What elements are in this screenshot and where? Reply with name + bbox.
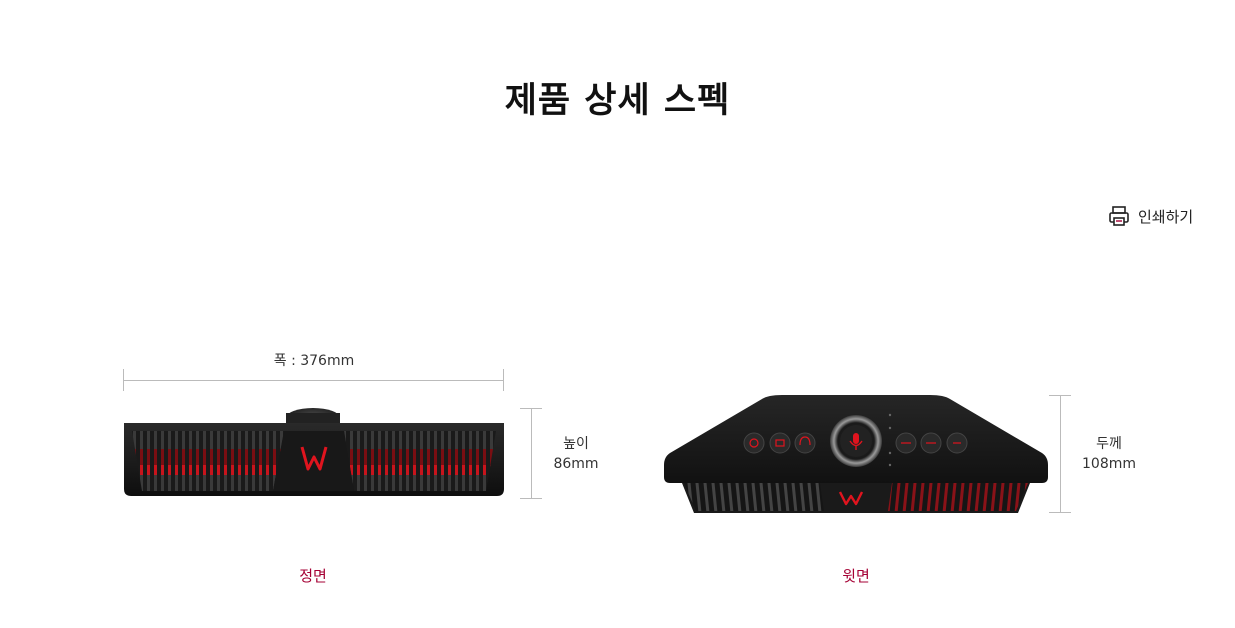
depth-tick-bottom — [1049, 512, 1071, 513]
print-button[interactable]: 인쇄하기 — [1108, 205, 1193, 227]
print-label: 인쇄하기 — [1138, 207, 1194, 226]
printer-icon — [1108, 205, 1130, 227]
height-tick-bottom — [520, 498, 542, 499]
front-width-label: 폭 : 376mm — [273, 353, 355, 369]
mode-icon — [769, 432, 791, 454]
height-dimension-line — [531, 408, 532, 498]
front-view-image — [118, 405, 510, 505]
top-depth-label: 두께 108mm — [1074, 434, 1144, 474]
depth-dimension-line — [1060, 395, 1061, 512]
front-height-title: 높이 — [563, 436, 589, 452]
power-icon — [743, 432, 765, 454]
mic-icon — [849, 433, 863, 450]
top-view-caption: 윗면 — [842, 567, 870, 585]
front-height-label: 높이 86mm — [546, 434, 606, 474]
top-view-image — [662, 393, 1050, 521]
top-depth-title: 두께 — [1096, 436, 1122, 452]
width-dimension-line — [123, 380, 503, 381]
headset-icon — [794, 432, 816, 454]
width-tick-right — [503, 369, 504, 391]
top-depth-value: 108mm — [1082, 456, 1136, 472]
front-view-caption: 정면 — [299, 567, 327, 585]
page-title: 제품 상세 스펙 — [504, 81, 731, 121]
front-height-value: 86mm — [553, 456, 599, 472]
